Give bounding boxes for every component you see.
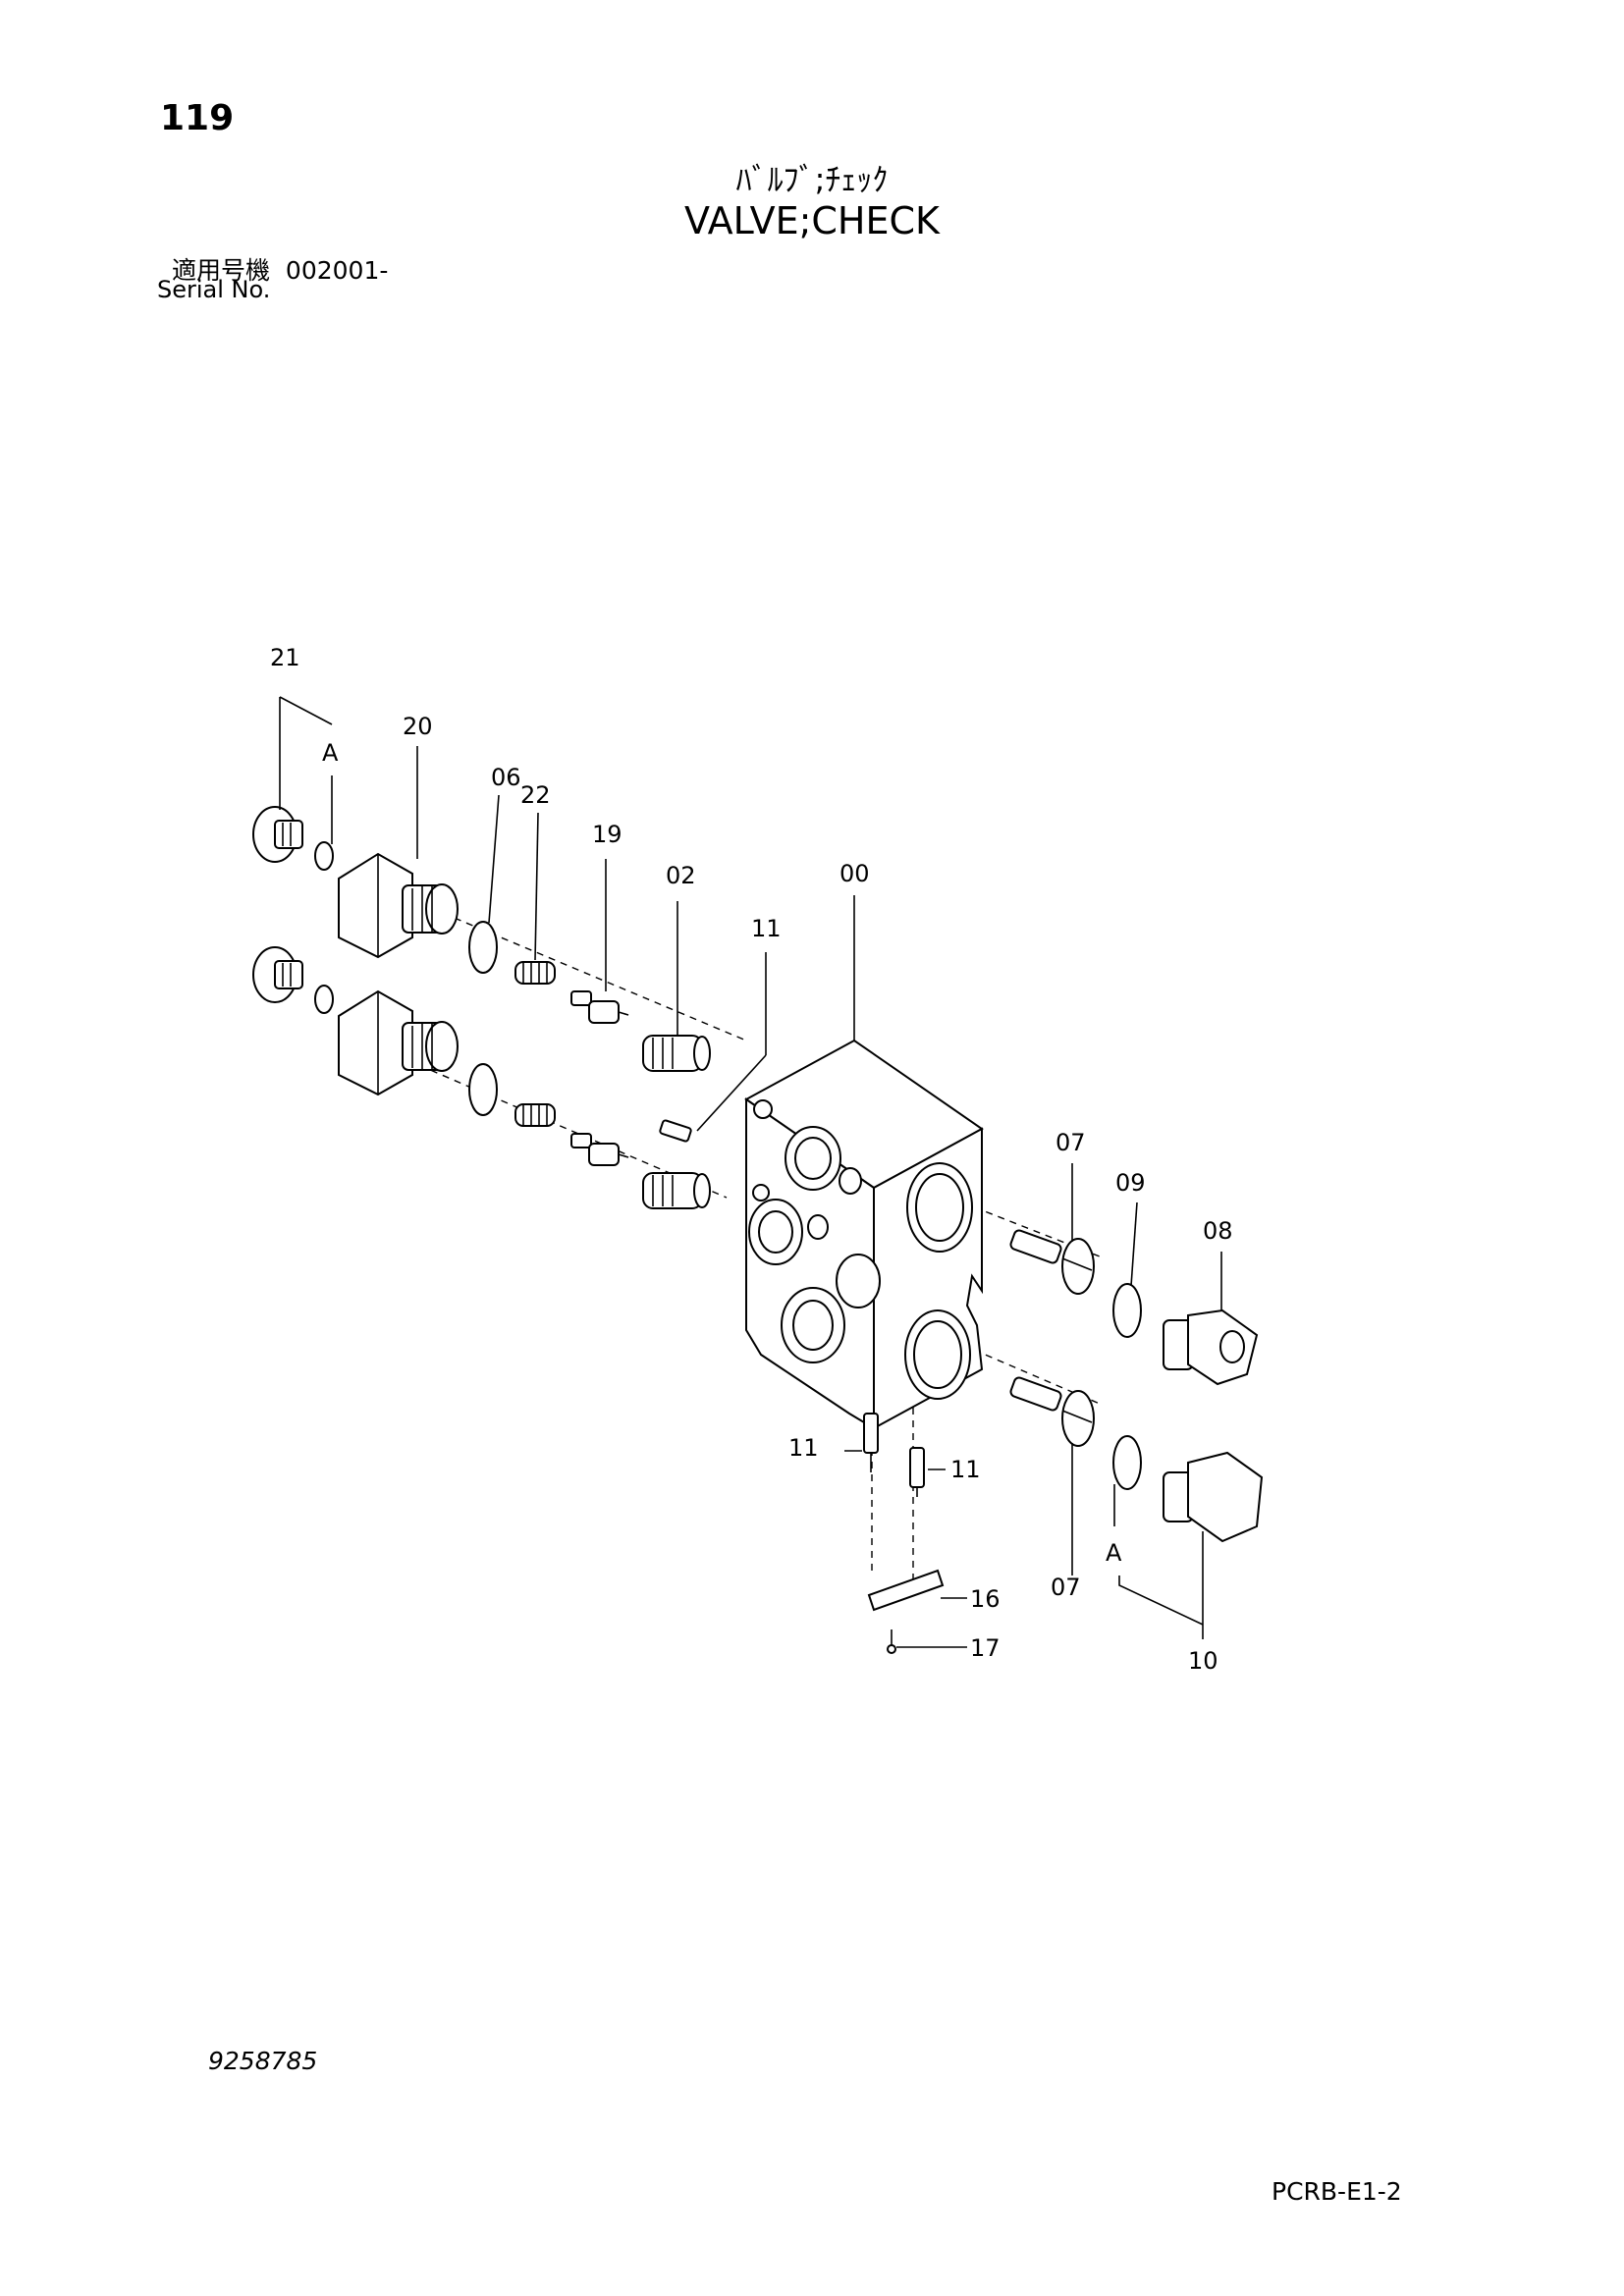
title-japanese: ﾊﾞﾙﾌﾞ;ﾁｪｯｸ (735, 161, 889, 198)
callout-19: 19 (592, 821, 623, 848)
document-number: 9258785 (208, 2047, 318, 2075)
callout-02: 02 (666, 862, 696, 889)
lower-plug-21 (252, 946, 303, 1003)
lower-spring-22 (514, 1103, 556, 1127)
upper-poppet-19 (570, 990, 629, 1024)
callout-07-top: 07 (1056, 1129, 1086, 1156)
upper-plug-08 (1163, 1308, 1259, 1386)
callout-06: 06 (491, 764, 521, 791)
upper-adapter-20 (338, 852, 459, 959)
upper-oring-06 (468, 921, 498, 974)
upper-oring-09 (1112, 1283, 1142, 1338)
screw-17 (887, 1629, 896, 1654)
connector-11-right (909, 1447, 925, 1497)
page-number: 119 (160, 98, 235, 138)
callout-11-left: 11 (788, 1434, 819, 1462)
callout-a-top: A (322, 739, 339, 767)
callout-labels: 21 A 20 06 22 19 02 00 11 07 09 08 11 11… (270, 644, 1233, 1675)
callout-22: 22 (520, 781, 551, 809)
callout-09: 09 (1115, 1169, 1146, 1197)
callout-08: 08 (1203, 1217, 1233, 1245)
callout-21: 21 (270, 644, 300, 671)
valve-body-00 (744, 1039, 984, 1430)
lower-oring-a-right (1112, 1435, 1142, 1490)
serial-label-en: Serial No. (157, 276, 271, 303)
lower-sleeve-02 (642, 1172, 711, 1209)
lower-poppet-19 (570, 1133, 629, 1166)
upper-poppet-07 (1009, 1229, 1095, 1295)
callout-16: 16 (970, 1585, 1001, 1613)
callout-11-right: 11 (950, 1456, 981, 1483)
callout-00: 00 (839, 860, 870, 887)
title-english: VALVE;CHECK (684, 199, 940, 242)
upper-spring-22 (514, 961, 556, 985)
lower-oring-a (314, 985, 334, 1014)
callout-20: 20 (403, 713, 433, 740)
upper-sleeve-02 (642, 1035, 711, 1072)
callout-17: 17 (970, 1634, 1001, 1662)
upper-plug-21 (252, 806, 303, 863)
plate-16 (867, 1569, 945, 1612)
callout-leaders (279, 696, 1222, 1648)
connector-11-left (863, 1413, 879, 1472)
serial-value: 002001- (285, 256, 389, 285)
callout-10: 10 (1188, 1647, 1218, 1675)
page-code: PCRB-E1-2 (1272, 2177, 1402, 2206)
connector-11-top (659, 1119, 692, 1143)
lower-oring-06 (468, 1063, 498, 1116)
lower-poppet-07 (1009, 1376, 1095, 1447)
serial-label-jp: 適用号機 (172, 256, 271, 285)
callout-07-bottom: 07 (1051, 1574, 1081, 1601)
callout-a-bottom: A (1106, 1539, 1122, 1567)
serial-applicable-models: 適用号機 002001- (172, 251, 388, 287)
callout-11-top: 11 (751, 915, 782, 942)
dashed-assembly-lines (406, 897, 1101, 1590)
upper-oring-a (314, 841, 334, 871)
lower-adapter-20 (338, 989, 459, 1096)
lower-plug-10 (1163, 1451, 1264, 1543)
